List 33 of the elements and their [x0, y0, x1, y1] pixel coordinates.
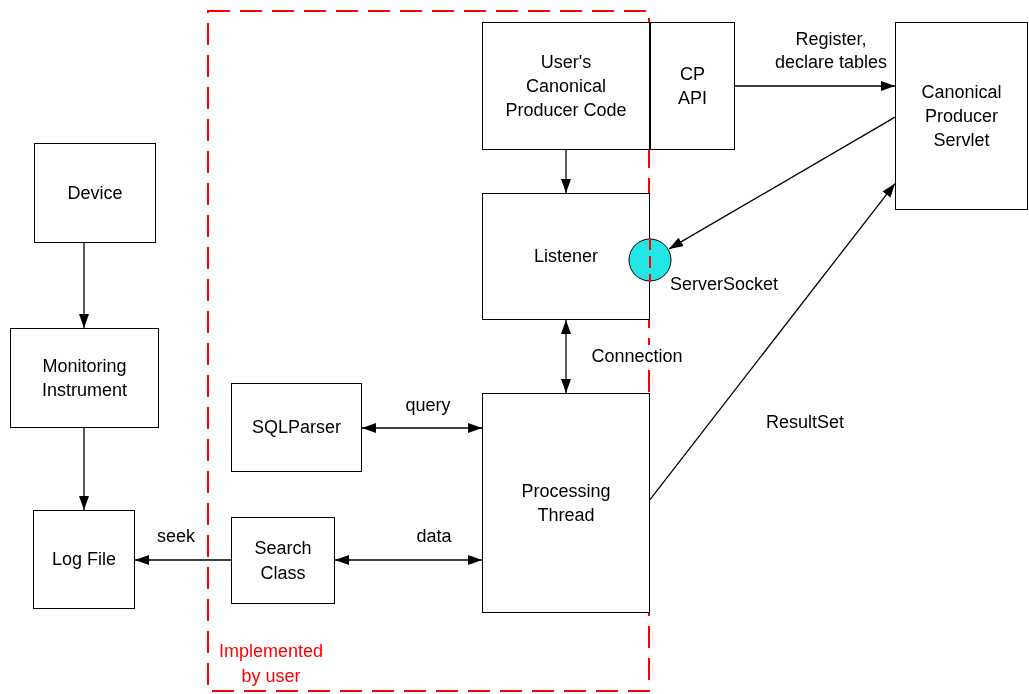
arrow [561, 319, 571, 394]
box-label: Device [66, 181, 124, 205]
socket-circle [628, 238, 672, 282]
process-box [482, 193, 650, 320]
process-box [650, 22, 735, 150]
socket-label: ServerSocket [670, 274, 779, 295]
box-label: Monitoring Instrument [40, 354, 128, 402]
arrow [649, 182, 896, 501]
arrow [79, 242, 89, 329]
arrow [734, 81, 896, 91]
arrow [361, 423, 483, 433]
process-box [10, 328, 159, 428]
box-label: Canonical Producer Servlet [920, 80, 1003, 153]
process-box [895, 22, 1028, 210]
arrow [668, 116, 896, 250]
process-box [482, 22, 650, 150]
box-label: Processing Thread [520, 479, 612, 527]
process-box [34, 143, 156, 243]
process-box [33, 510, 135, 609]
process-box [231, 517, 335, 604]
process-box [231, 383, 362, 472]
arrow [79, 427, 89, 511]
arrow [134, 555, 232, 565]
box-label: SQLParser [250, 416, 342, 440]
region-label: Implemented by user [217, 640, 325, 688]
box-label: CP API [677, 62, 708, 110]
box-label: Listener [532, 245, 599, 269]
process-box [482, 393, 650, 613]
box-label: Log File [50, 548, 117, 572]
arrow [561, 149, 571, 194]
box-label: User's Canonical Producer Code [504, 50, 628, 123]
box-label: Search Class [253, 537, 313, 585]
arrow [334, 555, 483, 565]
